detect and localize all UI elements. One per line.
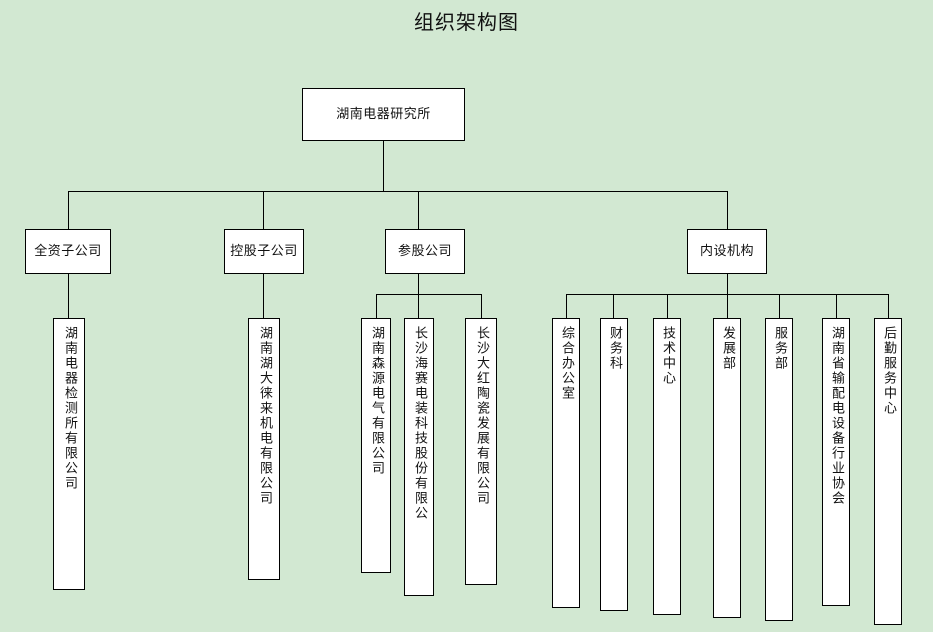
connector-drop-general-office bbox=[566, 294, 567, 318]
connector-drop-association bbox=[836, 294, 837, 318]
connector-drop-development bbox=[727, 294, 728, 318]
node-leaf-service-dept-label: 服务部 bbox=[772, 326, 788, 371]
connector-drop-holding bbox=[263, 191, 264, 229]
node-root[interactable]: 湖南电器研究所 bbox=[302, 88, 465, 141]
node-leaf-finance-section-label: 财务科 bbox=[607, 326, 623, 371]
connector-wholly-owned-to-leaf bbox=[68, 274, 69, 318]
node-internal[interactable]: 内设机构 bbox=[687, 229, 767, 274]
node-leaf-haisai[interactable]: 长沙海赛电装科技股份有限公 bbox=[404, 318, 434, 596]
node-leaf-hunan-electric-testing-label: 湖南电器检测所有限公司 bbox=[62, 326, 78, 491]
node-wholly-owned-label: 全资子公司 bbox=[34, 243, 102, 259]
node-leaf-senyuan-label: 湖南森源电气有限公司 bbox=[369, 326, 385, 476]
connector-level2-bus bbox=[68, 191, 728, 192]
node-leaf-tech-center-label: 技术中心 bbox=[660, 326, 676, 386]
node-leaf-power-equipment-association-label: 湖南省输配电设备行业协会 bbox=[829, 326, 845, 506]
connector-drop-senyuan bbox=[376, 294, 377, 318]
connector-equity-bus bbox=[376, 294, 481, 295]
node-leaf-power-equipment-association[interactable]: 湖南省输配电设备行业协会 bbox=[822, 318, 850, 606]
node-leaf-hunan-hudalailai[interactable]: 湖南湖大徕来机电有限公司 bbox=[248, 318, 280, 580]
node-internal-label: 内设机构 bbox=[699, 243, 754, 259]
node-leaf-dahong-ceramics[interactable]: 长沙大红陶瓷发展有限公司 bbox=[465, 318, 497, 585]
connector-holding-to-leaf bbox=[263, 274, 264, 318]
page-title: 组织架构图 bbox=[414, 10, 519, 34]
node-leaf-logistics-center-label: 后勤服务中心 bbox=[881, 326, 897, 416]
connector-equity-stem bbox=[418, 274, 419, 294]
node-leaf-haisai-label: 长沙海赛电装科技股份有限公 bbox=[412, 326, 428, 521]
connector-drop-tech-center bbox=[667, 294, 668, 318]
connector-internal-stem bbox=[727, 274, 728, 294]
node-leaf-development-dept[interactable]: 发展部 bbox=[713, 318, 741, 618]
node-leaf-service-dept[interactable]: 服务部 bbox=[765, 318, 793, 621]
node-leaf-finance-section[interactable]: 财务科 bbox=[600, 318, 628, 611]
node-leaf-tech-center[interactable]: 技术中心 bbox=[653, 318, 681, 615]
node-leaf-hunan-hudalailai-label: 湖南湖大徕来机电有限公司 bbox=[257, 326, 273, 506]
node-leaf-hunan-electric-testing[interactable]: 湖南电器检测所有限公司 bbox=[53, 318, 85, 590]
node-leaf-development-dept-label: 发展部 bbox=[720, 326, 736, 371]
node-wholly-owned[interactable]: 全资子公司 bbox=[25, 229, 111, 274]
connector-drop-logistics bbox=[888, 294, 889, 318]
node-equity-label: 参股公司 bbox=[397, 243, 452, 259]
connector-root-stem bbox=[383, 141, 384, 191]
connector-drop-wholly-owned bbox=[68, 191, 69, 229]
node-leaf-general-office[interactable]: 综合办公室 bbox=[552, 318, 580, 608]
node-holding[interactable]: 控股子公司 bbox=[224, 229, 304, 274]
node-leaf-logistics-center[interactable]: 后勤服务中心 bbox=[874, 318, 902, 625]
node-leaf-senyuan[interactable]: 湖南森源电气有限公司 bbox=[361, 318, 391, 573]
connector-drop-finance bbox=[613, 294, 614, 318]
node-leaf-general-office-label: 综合办公室 bbox=[559, 326, 575, 401]
connector-drop-service bbox=[779, 294, 780, 318]
connector-drop-haisai bbox=[418, 294, 419, 318]
connector-drop-internal bbox=[727, 191, 728, 229]
node-holding-label: 控股子公司 bbox=[230, 243, 298, 259]
node-equity[interactable]: 参股公司 bbox=[385, 229, 465, 274]
connector-drop-dahong bbox=[481, 294, 482, 318]
node-root-label: 湖南电器研究所 bbox=[336, 106, 431, 122]
connector-drop-equity bbox=[418, 191, 419, 229]
node-leaf-dahong-ceramics-label: 长沙大红陶瓷发展有限公司 bbox=[474, 326, 490, 506]
